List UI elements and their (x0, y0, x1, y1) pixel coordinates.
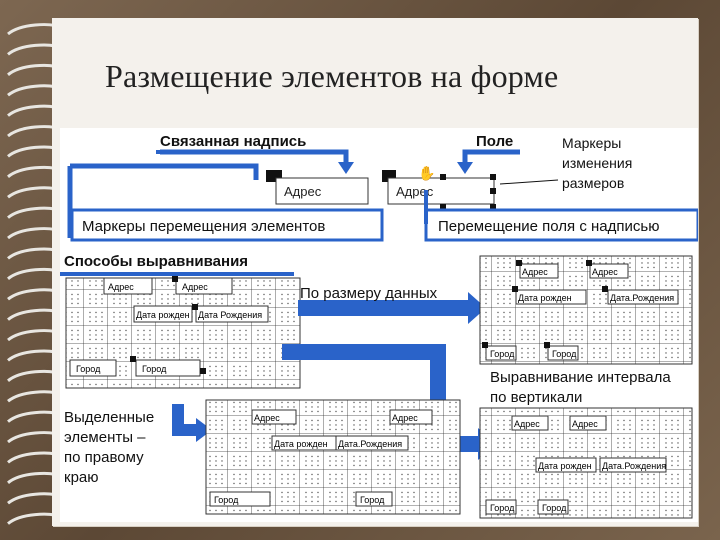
selected-elements-line4: краю (64, 469, 99, 486)
resize-markers-line1: Маркеры (562, 135, 621, 151)
svg-text:Адрес: Адрес (392, 413, 418, 423)
field-caption: Поле (476, 133, 513, 150)
vertical-spacing-line1: Выравнивание интервала (490, 369, 671, 386)
resize-markers-line3: размеров (562, 175, 624, 191)
by-data-size-arrow (298, 292, 486, 324)
hand-cursor-icon: ✋ (418, 165, 435, 181)
svg-text:Город: Город (142, 364, 167, 374)
move-field-caption: Перемещение поля с надписью (438, 218, 659, 235)
address-label-box (275, 177, 369, 205)
selected-elements-arrow (172, 404, 198, 436)
move-markers-box (70, 208, 384, 242)
svg-text:Дата Рождения: Дата Рождения (198, 310, 262, 320)
selected-elements-line2: элементы – (64, 429, 146, 446)
address-field-text: Адрес (396, 184, 434, 199)
svg-text:Дата.Рождения: Дата.Рождения (602, 461, 666, 471)
form-layout-figure: Связанная надпись Поле Маркеры изменения… (60, 128, 700, 522)
svg-text:Адрес: Адрес (182, 282, 208, 292)
field-arrow (462, 149, 520, 164)
alignment-methods-caption: Способы выравнивания (64, 253, 248, 270)
svg-text:Город: Город (490, 503, 515, 513)
svg-text:Город: Город (76, 364, 101, 374)
svg-text:Город: Город (552, 349, 577, 359)
svg-text:Город: Город (542, 503, 567, 513)
svg-text:Город: Город (360, 495, 385, 505)
linked-label-arrow (160, 149, 349, 164)
selected-elements-line3: по правому (64, 449, 144, 466)
slide-title: Размещение элементов на форме (105, 58, 559, 94)
vertical-spacing-line2: по вертикали (490, 389, 582, 406)
svg-text:Дата.Рождения: Дата.Рождения (610, 293, 674, 303)
svg-text:Город: Город (214, 495, 239, 505)
svg-text:Адрес: Адрес (522, 267, 548, 277)
resize-pointer (499, 179, 559, 185)
svg-text:Дата рожден: Дата рожден (136, 310, 190, 320)
svg-text:Адрес: Адрес (572, 419, 598, 429)
figure-svg: Связанная надпись Поле Маркеры изменения… (60, 133, 700, 519)
svg-text:Дата рожден: Дата рожден (274, 439, 328, 449)
address-label-text: Адрес (284, 184, 322, 199)
move-markers-caption: Маркеры перемещения элементов (82, 218, 325, 235)
svg-text:Дата.Рождения: Дата.Рождения (338, 439, 402, 449)
linked-label-caption: Связанная надпись (160, 133, 306, 150)
svg-text:Город: Город (490, 349, 515, 359)
by-data-size-caption: По размеру данных (300, 285, 438, 302)
svg-text:Дата рожден: Дата рожден (518, 293, 572, 303)
svg-text:Адрес: Адрес (254, 413, 280, 423)
resize-markers-line2: изменения (562, 155, 632, 171)
svg-text:Дата рожден: Дата рожден (538, 461, 592, 471)
svg-text:Адрес: Адрес (108, 282, 134, 292)
svg-text:Адрес: Адрес (514, 419, 540, 429)
selected-elements-line1: Выделенные (64, 409, 154, 426)
svg-text:Адрес: Адрес (592, 267, 618, 277)
